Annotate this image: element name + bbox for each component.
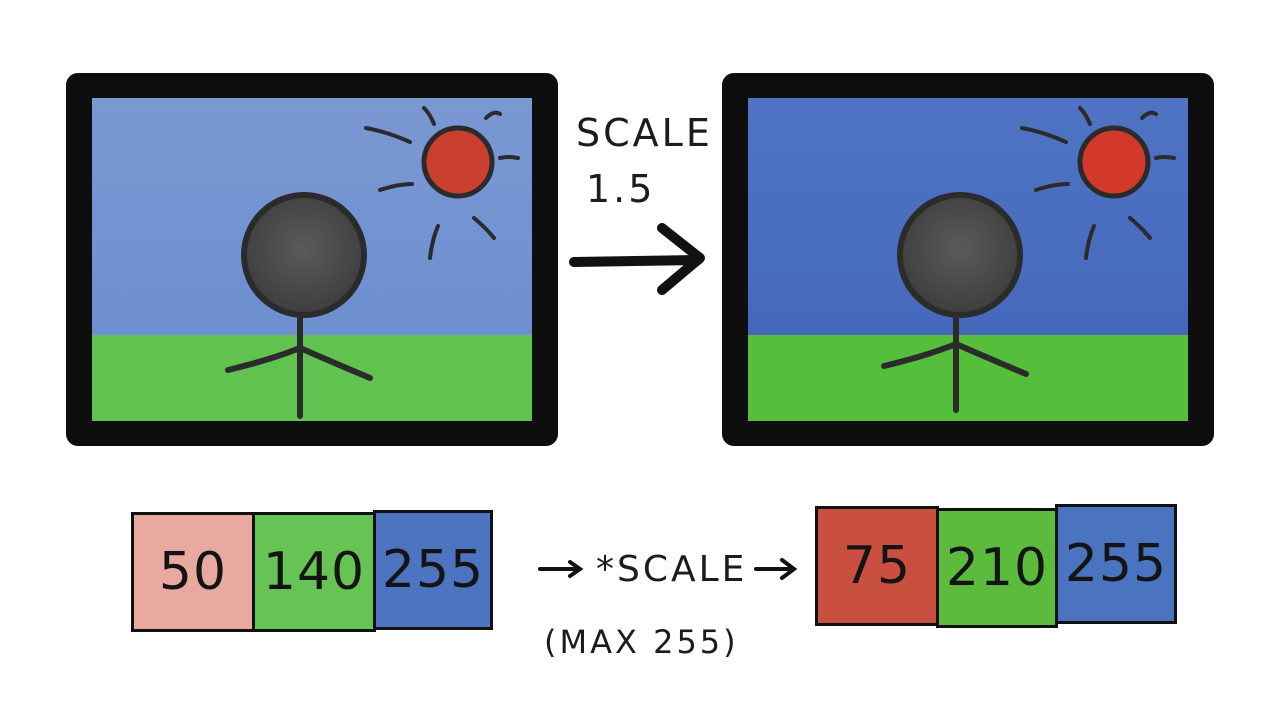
original-sun [364,106,520,260]
scaled-picture [722,73,1214,446]
red-value-after: 75 [842,536,912,596]
scale-arrow [569,223,705,295]
blue-value-after: 255 [1064,534,1168,594]
green-value-before: 140 [262,542,366,602]
red-value-before-cell [131,512,255,632]
scale-label-line2: 1.5 [586,167,655,211]
scale-op-label: *SCALE [596,549,747,590]
red-value-after-cell [815,506,939,626]
bottom-arrow-left [538,560,584,578]
bottom-arrow-right [754,558,798,580]
scale-label-line1: SCALE [576,111,713,155]
green-value-after: 210 [945,538,1049,598]
scaled-stick-figure [881,192,1029,413]
red-value-before: 50 [158,542,228,602]
original-grass [92,335,532,421]
original-picture [66,73,558,446]
scaled-sun [1020,106,1176,260]
original-stick-figure [225,192,373,419]
blue-value-after-cell [1055,504,1177,624]
blue-value-before: 255 [381,540,485,600]
max-note: (MAX 255) [544,623,739,661]
blue-value-before-cell [373,510,493,630]
